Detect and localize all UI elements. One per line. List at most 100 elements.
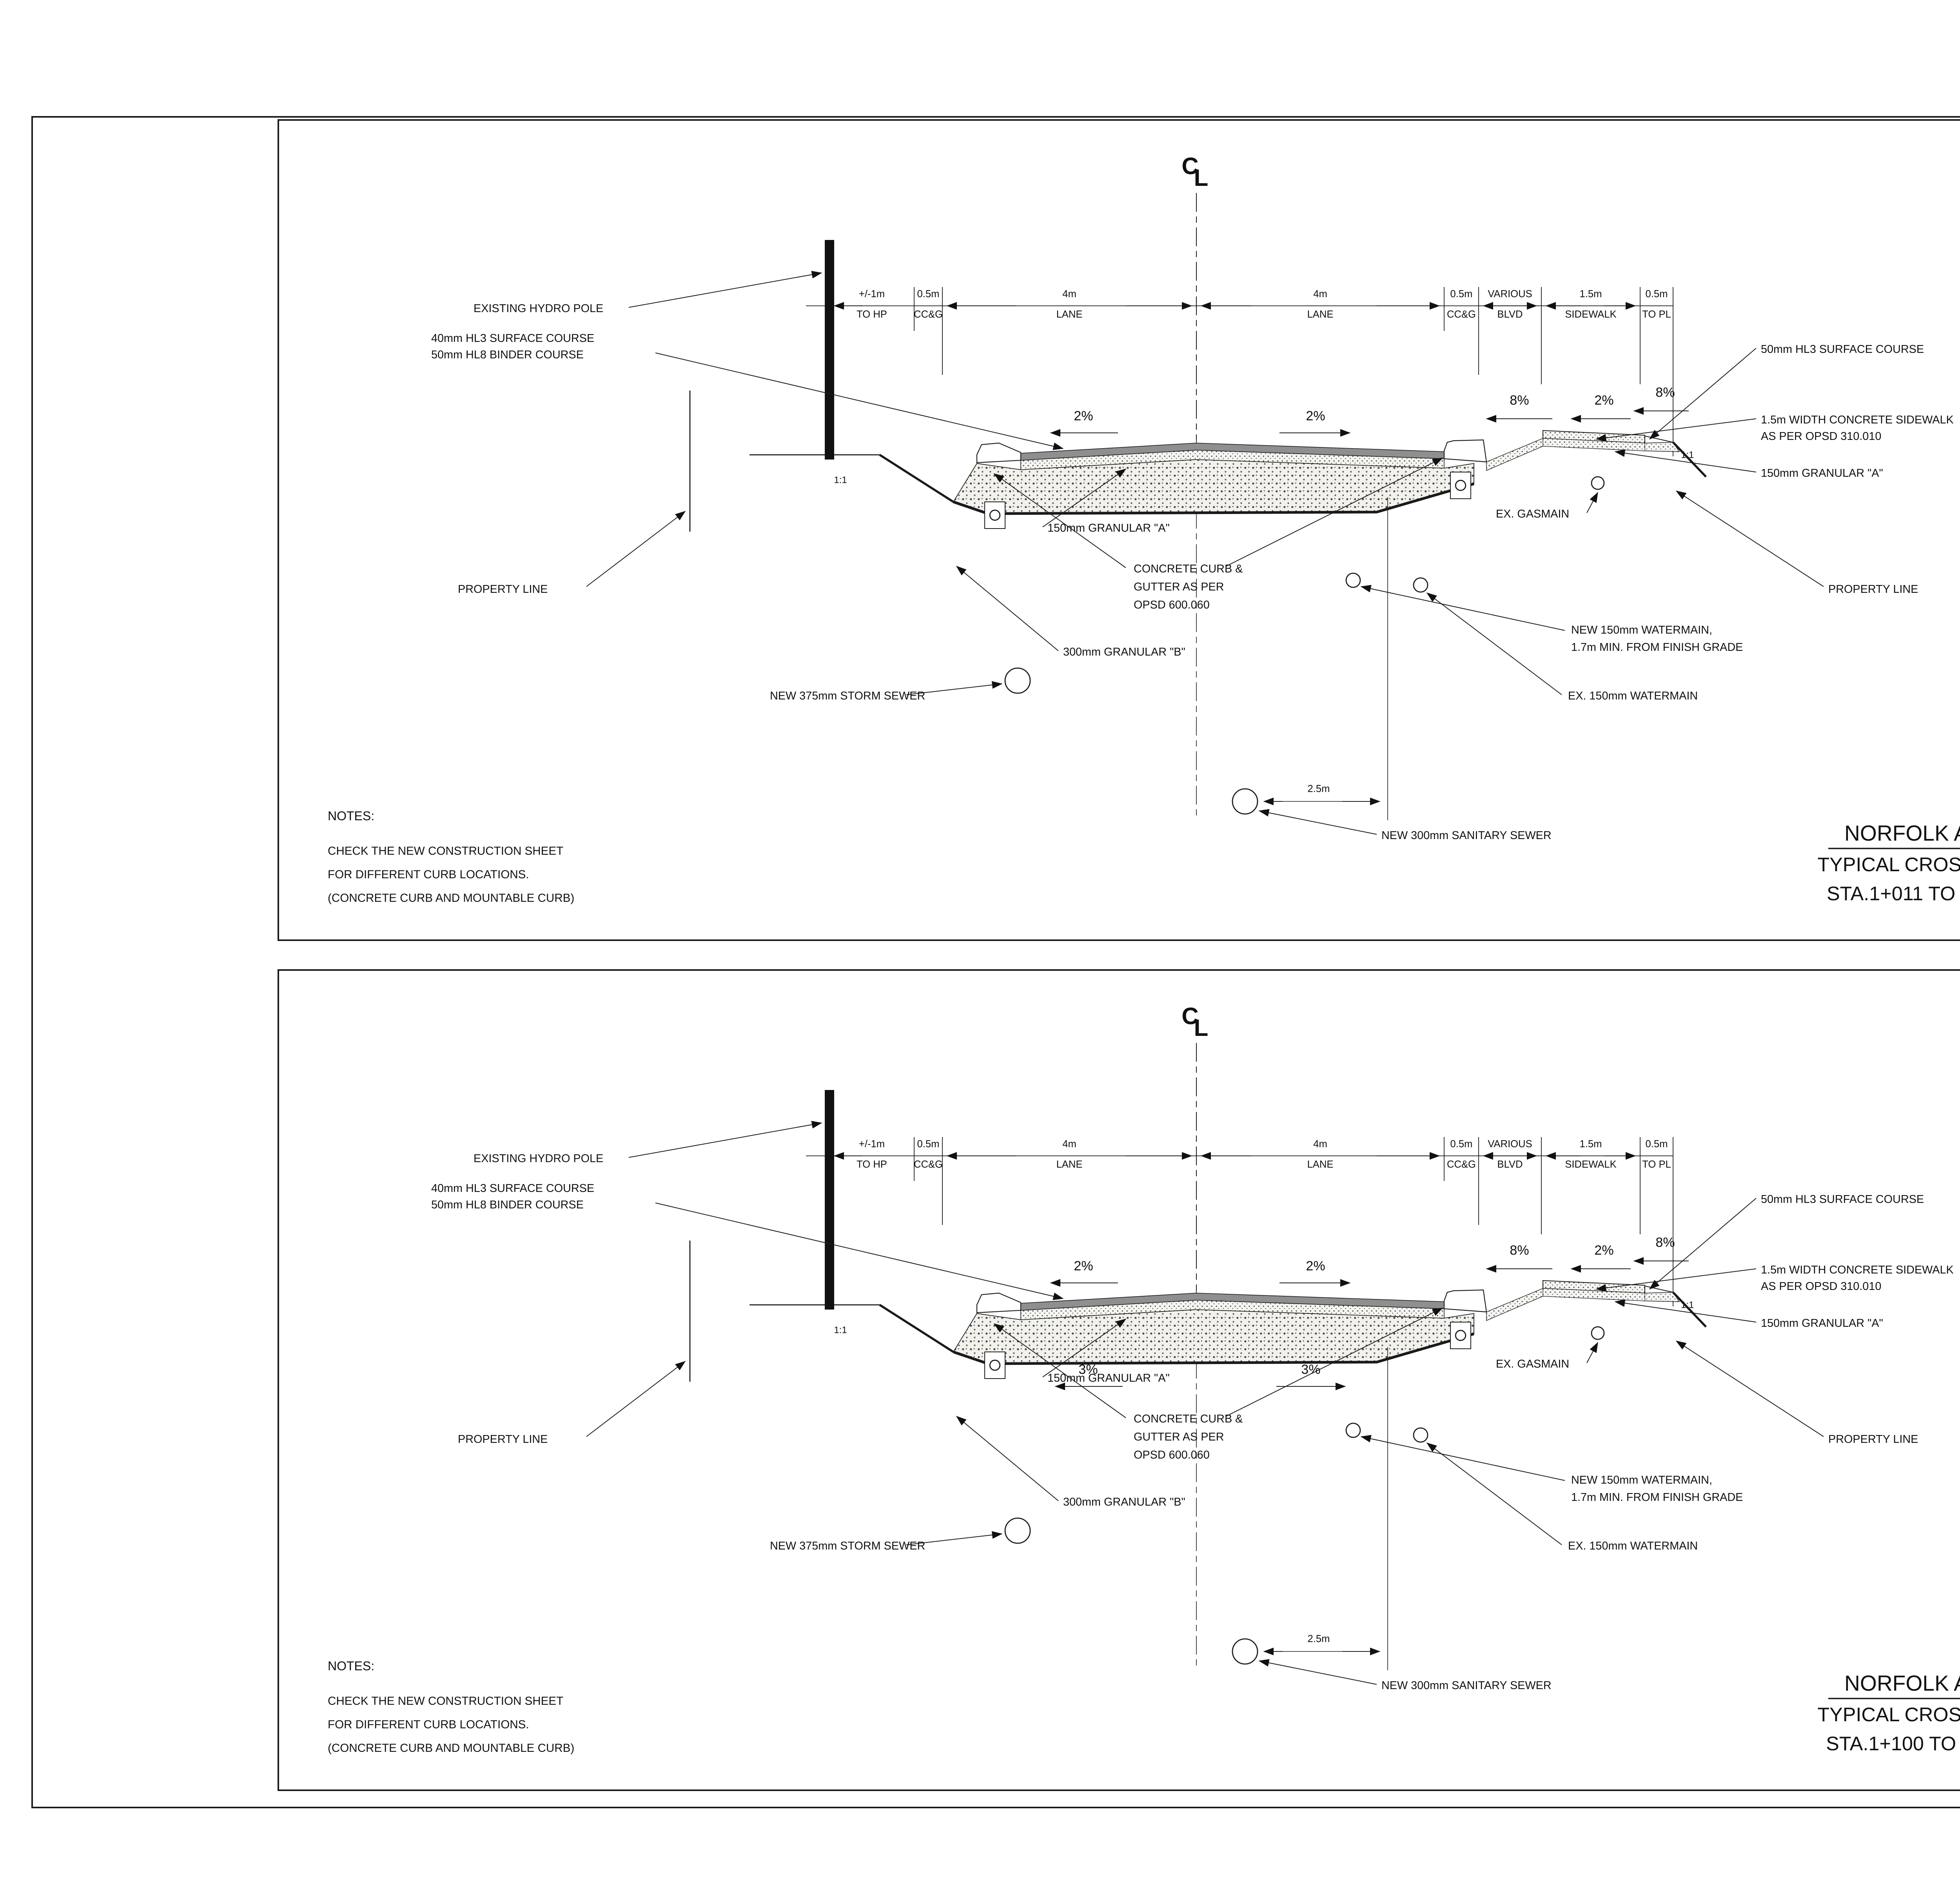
notes-line: FOR DIFFERENT CURB LOCATIONS. bbox=[328, 1718, 529, 1731]
label-labels-sw2: AS PER OPSD 310.010 bbox=[1761, 430, 1881, 443]
notes-line: CHECK THE NEW CONSTRUCTION SHEET bbox=[328, 1695, 563, 1708]
leader-arrow bbox=[1649, 1198, 1757, 1290]
dim-label: SIDEWALK bbox=[1565, 1159, 1616, 1170]
slope-label: 8% bbox=[1510, 393, 1529, 408]
leader-arrow bbox=[586, 1361, 686, 1437]
notes-line: (CONCRETE CURB AND MOUNTABLE CURB) bbox=[328, 1742, 574, 1755]
drawing-line bbox=[1644, 1286, 1673, 1293]
dim-label: LANE bbox=[1056, 1159, 1083, 1170]
leader-arrow bbox=[956, 1416, 1059, 1501]
dim-value: 0.5m bbox=[917, 1139, 940, 1150]
curb-gutter-right bbox=[1443, 1289, 1487, 1313]
subgrade-slope-label: 3% bbox=[1078, 1362, 1098, 1377]
gasmain-symbol bbox=[1591, 476, 1605, 490]
slope-ratio-right: 1:1 bbox=[1681, 450, 1694, 460]
leader-arrow bbox=[655, 1203, 1064, 1300]
dim-value: VARIOUS bbox=[1488, 1139, 1532, 1150]
slope-label: 2% bbox=[1594, 1243, 1613, 1258]
dim-value: 4m bbox=[1062, 1139, 1076, 1150]
subgrade-bottom-line bbox=[953, 482, 1474, 515]
sanitary-offset-dim: 2.5m bbox=[1308, 783, 1330, 794]
hydro-pole-symbol bbox=[825, 240, 834, 460]
label-labels-curb1: CONCRETE CURB & bbox=[1134, 563, 1243, 575]
centerline-symbol: C bbox=[1181, 153, 1198, 179]
label-labels-wmn2: 1.7m MIN. FROM FINISH GRADE bbox=[1571, 641, 1743, 654]
label-labels-hydro: EXISTING HYDRO POLE bbox=[474, 302, 603, 315]
curb-gutter-right bbox=[1443, 439, 1487, 463]
label-labels-granA_r: 150mm GRANULAR "A" bbox=[1761, 467, 1883, 480]
label-labels-wmn1: NEW 150mm WATERMAIN, bbox=[1571, 1474, 1712, 1486]
label-labels-surf1: 40mm HL3 SURFACE COURSE bbox=[431, 332, 594, 345]
label-labels-curb3: OPSD 600.060 bbox=[1134, 599, 1210, 611]
leader-arrow bbox=[1595, 1268, 1757, 1292]
new-watermain-symbol bbox=[1345, 572, 1361, 588]
leader-arrow bbox=[956, 566, 1059, 651]
slope-ratio-right: 1:1 bbox=[1681, 1300, 1694, 1310]
label-labels-san: NEW 300mm SANITARY SEWER bbox=[1381, 1679, 1552, 1692]
panel-title: TYPICAL CROSS SECTION bbox=[1817, 1703, 1960, 1726]
label-labels-hl3_50: 50mm HL3 SURFACE COURSE bbox=[1761, 343, 1924, 356]
leader-arrow bbox=[655, 352, 1064, 450]
storm-sewer-symbol bbox=[1004, 667, 1031, 694]
subdrain-right-pipe bbox=[1455, 1330, 1466, 1341]
leader-arrow bbox=[1614, 1299, 1757, 1322]
label-labels-hydro: EXISTING HYDRO POLE bbox=[474, 1152, 603, 1165]
sidewalk-granular bbox=[1543, 1288, 1645, 1301]
centerline-symbol: C bbox=[1181, 1003, 1198, 1029]
sanitary-sewer-symbol bbox=[1232, 1638, 1258, 1665]
label-labels-granA_r: 150mm GRANULAR "A" bbox=[1761, 1317, 1883, 1330]
drawing-line bbox=[1672, 441, 1707, 478]
dim-label: CC&G bbox=[1447, 1159, 1476, 1170]
dim-label: CC&G bbox=[914, 1159, 943, 1170]
label-labels-wmn1: NEW 150mm WATERMAIN, bbox=[1571, 624, 1712, 636]
label-labels-sw2: AS PER OPSD 310.010 bbox=[1761, 1280, 1881, 1293]
leader-arrow bbox=[1649, 348, 1757, 440]
subdrain-right-pipe bbox=[1455, 480, 1466, 491]
leader-arrow bbox=[1586, 492, 1598, 513]
leader-arrow bbox=[1226, 458, 1443, 567]
label-labels-pl_l: PROPERTY LINE bbox=[458, 1433, 548, 1446]
drawing-line bbox=[879, 1304, 954, 1353]
label-labels-pl_r: PROPERTY LINE bbox=[1828, 583, 1918, 596]
label-labels-hl3_50: 50mm HL3 SURFACE COURSE bbox=[1761, 1193, 1924, 1206]
panel-title: STA.1+011 TO STA.1+100 bbox=[1827, 882, 1960, 905]
dim-value: 0.5m bbox=[1450, 1139, 1473, 1150]
slope-label: 8% bbox=[1655, 1235, 1675, 1250]
leader-arrow bbox=[628, 271, 822, 308]
label-labels-wmn2: 1.7m MIN. FROM FINISH GRADE bbox=[1571, 1491, 1743, 1504]
dim-label: TO PL bbox=[1642, 309, 1671, 320]
slope-label: 2% bbox=[1074, 1259, 1093, 1273]
storm-sewer-symbol bbox=[1004, 1517, 1031, 1544]
dim-value: 4m bbox=[1062, 289, 1076, 300]
curb-gutter-left bbox=[976, 442, 1022, 463]
sidewalk-granular bbox=[1543, 438, 1645, 451]
dim-value: 0.5m bbox=[917, 289, 940, 300]
leader-arrow bbox=[1360, 1435, 1565, 1481]
label-labels-wmex: EX. 150mm WATERMAIN bbox=[1568, 690, 1698, 702]
dim-label: TO HP bbox=[857, 309, 887, 320]
panel-title: TYPICAL CROSS SECTION bbox=[1817, 853, 1960, 876]
leader-arrow bbox=[1426, 1442, 1562, 1545]
subdrain-left-pipe bbox=[989, 1359, 1001, 1371]
drawing-line bbox=[879, 454, 954, 503]
gasmain-symbol bbox=[1591, 1326, 1605, 1340]
label-labels-surf2: 50mm HL8 BINDER COURSE bbox=[431, 1199, 584, 1211]
dim-value: 0.5m bbox=[1646, 289, 1668, 300]
sanitary-sewer-symbol bbox=[1232, 788, 1258, 815]
notes-line: (CONCRETE CURB AND MOUNTABLE CURB) bbox=[328, 892, 574, 905]
leader-arrow bbox=[1586, 1342, 1598, 1363]
leader-arrow bbox=[1226, 1308, 1443, 1417]
leader-arrow bbox=[906, 1531, 1003, 1545]
dim-value: 0.5m bbox=[1450, 289, 1473, 300]
dim-label: TO PL bbox=[1642, 1159, 1671, 1170]
sheet-border bbox=[31, 116, 1960, 1808]
dim-label: TO HP bbox=[857, 1159, 887, 1170]
leader-arrow bbox=[1042, 1319, 1127, 1377]
ex-watermain-symbol bbox=[1413, 577, 1428, 593]
panel-title: STA.1+100 TO STA.1+215 bbox=[1826, 1732, 1960, 1755]
dim-value: +/-1m bbox=[859, 289, 885, 300]
label-labels-storm: NEW 375mm STORM SEWER bbox=[770, 690, 925, 702]
label-labels-sw1: 1.5m WIDTH CONCRETE SIDEWALK bbox=[1761, 414, 1954, 426]
